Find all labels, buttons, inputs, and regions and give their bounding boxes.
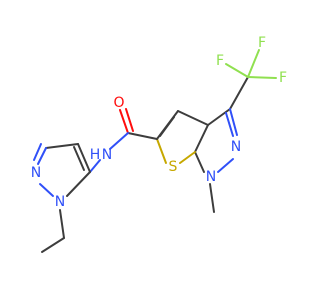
bond-c7a-c3a: [194, 124, 209, 153]
bond-s-c7a: [179, 151, 196, 164]
atom-label-ring-n1: N: [55, 194, 65, 210]
bond-c4-c5-double: [159, 116, 175, 137]
bond-p3-n2: [37, 147, 47, 165]
atom-label-pyrazole-n2: N: [231, 139, 241, 155]
bond-cf3-f1: [225, 63, 249, 78]
bond-p3-n2-double: [33, 143, 42, 161]
bond-carbonyl-o: [119, 109, 129, 134]
bond-carbonyl-o-double: [125, 108, 134, 132]
bond-p5-p4: [77, 143, 91, 173]
atom-label-ring-n2: N: [31, 165, 41, 181]
atom-label-s: S: [169, 159, 178, 175]
bond-carbonyl-nh: [109, 132, 129, 150]
bond-n2-n1p: [39, 183, 54, 197]
atom-label-f3: F: [279, 70, 287, 86]
bond-n1-c7a: [194, 151, 205, 173]
bond-n1p-p5: [66, 171, 91, 197]
molecule-structure-diagram: F F F O N N S N H N N: [31, 35, 287, 253]
bond-cf3-carbon-to-ring: [229, 76, 249, 110]
bond-p5-p4-double: [73, 146, 85, 171]
bond-p4-p3: [45, 143, 79, 149]
bond-c3-c3a: [207, 108, 231, 126]
bond-cf3-f3: [247, 76, 277, 79]
bond-n2-n1: [217, 158, 234, 173]
bond-ethyl-ch3: [41, 237, 65, 253]
atom-label-o: O: [113, 95, 124, 111]
atom-label-amide-h: H: [90, 147, 101, 163]
atom-label-amide-n: N: [102, 147, 112, 163]
bond-c3-n2: [229, 108, 238, 136]
bond-n1-methyl: [209, 183, 215, 213]
bond-c3-n2-double: [225, 112, 234, 137]
bond-n1p-ethyl-ch2: [59, 209, 65, 239]
bond-c5-s: [156, 138, 167, 164]
bond-c3a-c4: [177, 110, 209, 126]
atom-label-f2: F: [258, 35, 266, 51]
atom-label-f1: F: [216, 53, 224, 69]
bond-c5-carbonyl: [127, 132, 158, 140]
atom-label-pyrazole-n1: N: [206, 169, 216, 185]
bond-nh-pyrazole: [89, 159, 101, 173]
bond-cf3-f2: [247, 49, 260, 78]
